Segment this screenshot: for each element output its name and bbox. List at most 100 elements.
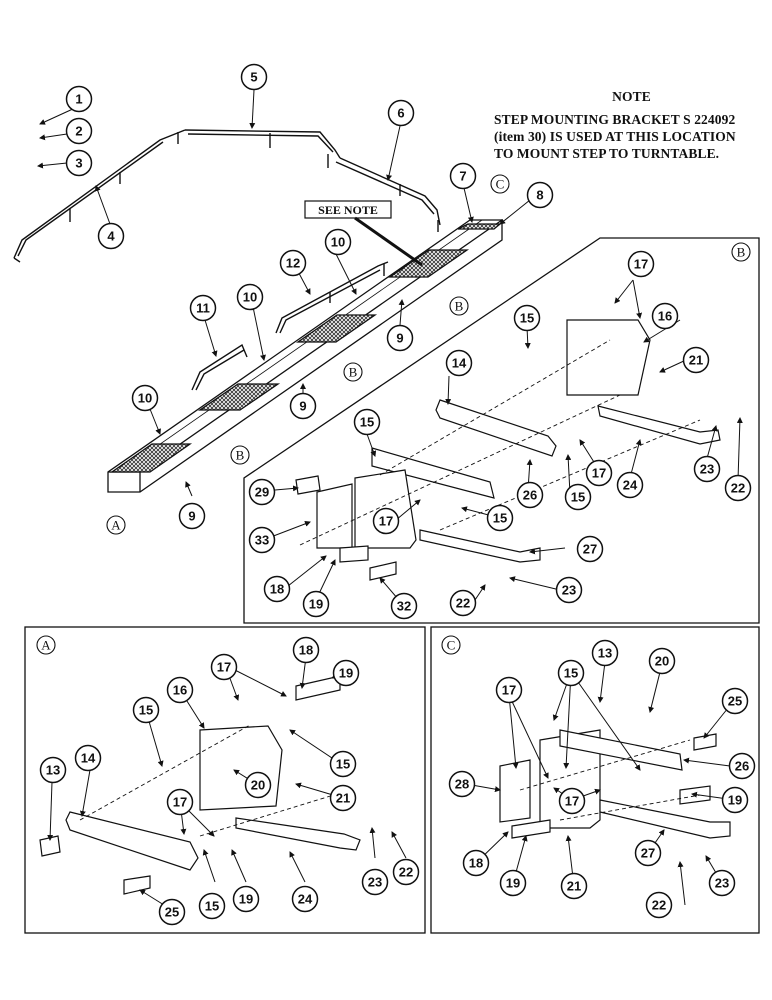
callout-label: 22 — [731, 481, 745, 496]
callout-label: 13 — [46, 763, 60, 778]
callout-label: 19 — [239, 892, 253, 907]
callout-4: 4 — [97, 222, 125, 250]
callout-label: 22 — [399, 865, 413, 880]
callout-32: 32 — [390, 592, 418, 620]
section-refs: C B B B A B A C — [36, 174, 751, 655]
callout-label: 10 — [331, 235, 345, 250]
callout-22-2: 22 — [449, 589, 477, 617]
callout-label: 32 — [397, 599, 411, 614]
callout-15: 15 — [513, 304, 541, 332]
callout-22-3: 22 — [392, 858, 420, 886]
callout-6: 6 — [387, 99, 415, 127]
callout-label: 8 — [536, 188, 543, 203]
callout-33: 33 — [248, 526, 276, 554]
ref-b-3: B — [230, 445, 250, 465]
callout-label: 15 — [571, 490, 585, 505]
callout-26-2: 26 — [728, 752, 756, 780]
callout-label: 25 — [165, 905, 179, 920]
callout-10-2: 10 — [236, 283, 264, 311]
callout-17-7: 17 — [558, 787, 586, 815]
callout-17-4: 17 — [210, 653, 238, 681]
svg-text:B: B — [455, 299, 464, 314]
callout-15-8: 15 — [557, 659, 585, 687]
svg-text:SEE NOTE: SEE NOTE — [318, 203, 378, 217]
svg-text:B: B — [236, 448, 245, 463]
callout-21: 21 — [682, 346, 710, 374]
detail-b-leaders — [299, 339, 701, 546]
ref-b-detail: B — [731, 242, 751, 262]
callout-label: 23 — [700, 462, 714, 477]
callout-label: 18 — [270, 582, 284, 597]
callout-label: 15 — [360, 415, 374, 430]
callout-label: 15 — [520, 311, 534, 326]
callout-25: 25 — [158, 898, 186, 926]
callout-17-3: 17 — [372, 507, 400, 535]
svg-text:B: B — [737, 245, 746, 260]
callout-14-2: 14 — [74, 744, 102, 772]
note-block: NOTE STEP MOUNTING BRACKET S 224092 (ite… — [494, 88, 769, 162]
callout-label: 18 — [469, 856, 483, 871]
callout-label: 17 — [379, 514, 393, 529]
callout-label: 26 — [735, 759, 749, 774]
step-platform — [107, 219, 503, 493]
callout-label: 7 — [459, 169, 466, 184]
callout-21-2: 21 — [329, 784, 357, 812]
callout-19-3: 19 — [232, 885, 260, 913]
callout-19: 19 — [302, 590, 330, 618]
callout-8: 8 — [526, 181, 554, 209]
frame-a — [24, 626, 426, 934]
callout-label: 10 — [138, 391, 152, 406]
callout-label: 19 — [339, 666, 353, 681]
callout-18-3: 18 — [462, 849, 490, 877]
callout-label: 16 — [658, 309, 672, 324]
svg-text:A: A — [41, 638, 51, 653]
callout-5: 5 — [240, 63, 268, 91]
callout-label: 20 — [251, 778, 265, 793]
callout-1: 1 — [65, 85, 93, 113]
callout-label: 27 — [583, 542, 597, 557]
svg-text:C: C — [447, 638, 456, 653]
callout-22: 22 — [724, 474, 752, 502]
callout-label: 9 — [396, 331, 403, 346]
frame-c — [430, 626, 760, 934]
callout-18: 18 — [263, 575, 291, 603]
callout-10: 10 — [131, 384, 159, 412]
callout-27-2: 27 — [634, 839, 662, 867]
callout-label: 17 — [592, 466, 606, 481]
callout-14: 14 — [445, 349, 473, 377]
callout-19-2: 19 — [332, 659, 360, 687]
callout-15-2: 15 — [353, 408, 381, 436]
callout-15-3: 15 — [564, 483, 592, 511]
note-line-3: TO MOUNT STEP TO TURNTABLE. — [494, 146, 720, 161]
detail-a-parts — [39, 675, 361, 895]
callout-17: 17 — [627, 250, 655, 278]
detail-c-parts — [499, 729, 731, 839]
callout-17-6: 17 — [495, 676, 523, 704]
item-callouts: 1234567899910101011121313141415151515151… — [39, 63, 756, 926]
callout-22-4: 22 — [645, 891, 673, 919]
see-note-label: SEE NOTE — [304, 200, 423, 267]
svg-text:C: C — [496, 177, 505, 192]
callout-label: 18 — [299, 643, 313, 658]
callout-26: 26 — [516, 481, 544, 509]
callout-label: 17 — [634, 257, 648, 272]
callout-20-2: 20 — [648, 647, 676, 675]
ref-b-2: B — [343, 362, 363, 382]
callout-label: 21 — [336, 791, 350, 806]
callout-23-2: 23 — [555, 576, 583, 604]
callout-label: 9 — [188, 509, 195, 524]
detail-b-parts — [295, 319, 721, 581]
callout-16: 16 — [651, 302, 679, 330]
callout-label: 6 — [397, 106, 404, 121]
callout-label: 17 — [502, 683, 516, 698]
callout-15-5: 15 — [132, 696, 160, 724]
note-title: NOTE — [612, 89, 651, 104]
callout-24: 24 — [616, 471, 644, 499]
callout-28: 28 — [448, 770, 476, 798]
callout-label: 17 — [217, 660, 231, 675]
callout-label: 11 — [196, 301, 210, 316]
callout-2: 2 — [65, 117, 93, 145]
callout-9-3: 9 — [386, 324, 414, 352]
callout-label: 26 — [523, 488, 537, 503]
callout-17-2: 17 — [585, 459, 613, 487]
